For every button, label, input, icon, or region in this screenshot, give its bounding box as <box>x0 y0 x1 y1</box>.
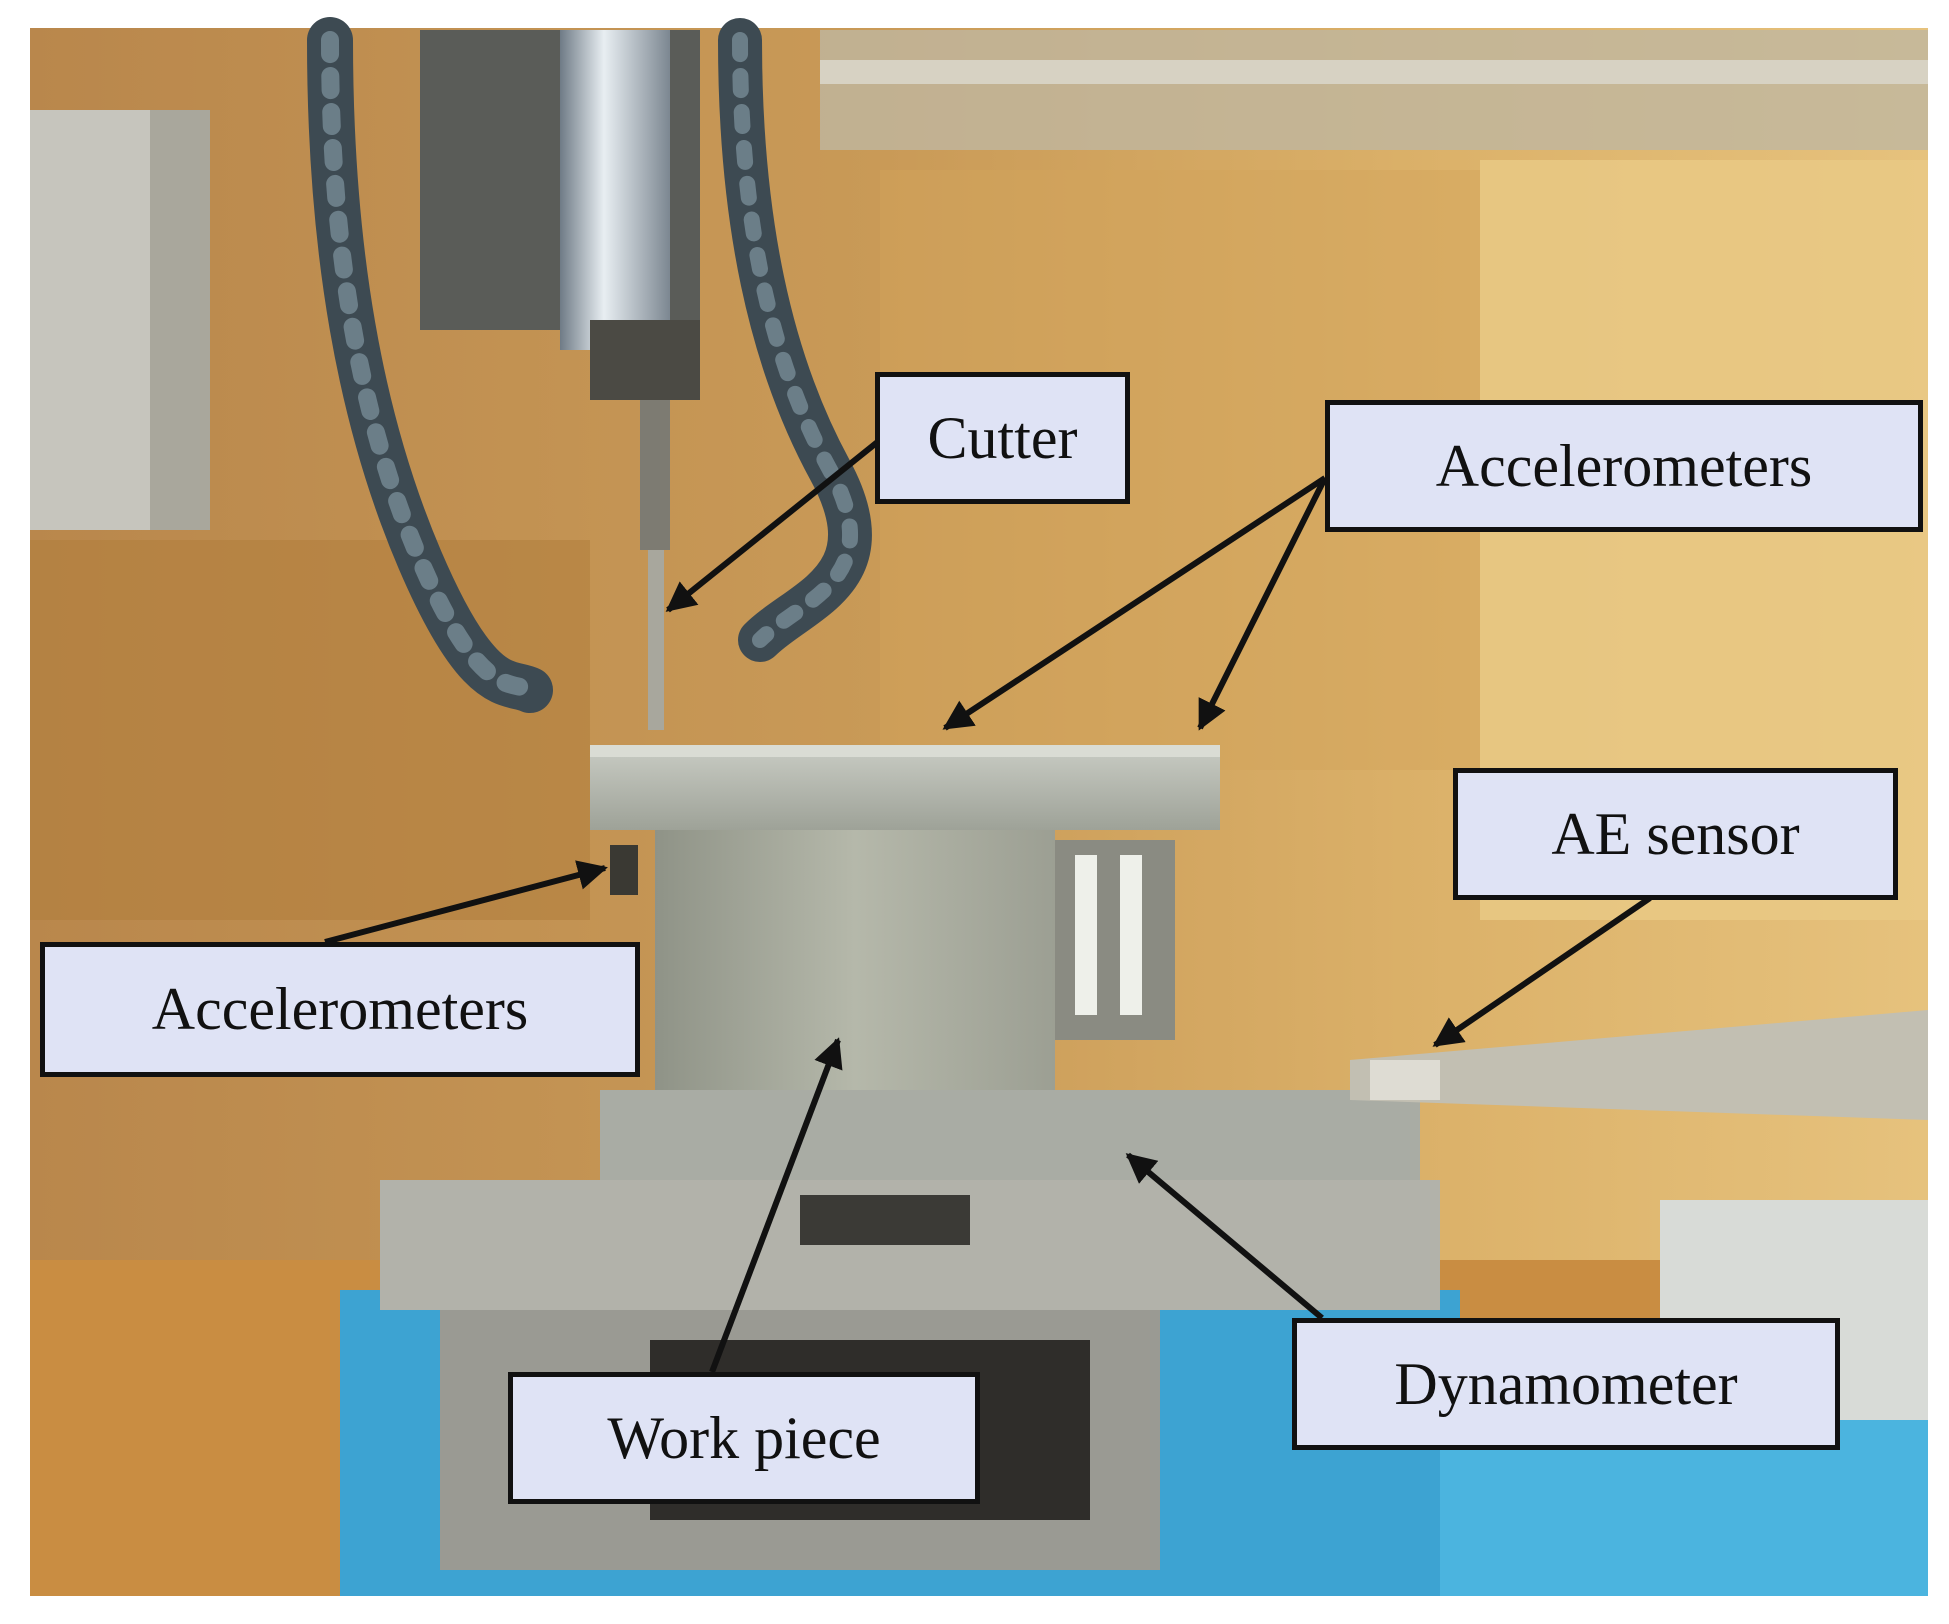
label-accelerometers-top: Accelerometers <box>1325 400 1923 532</box>
label-ae-sensor: AE sensor <box>1453 768 1898 900</box>
label-ae-sensor-text: AE sensor <box>1551 800 1800 867</box>
ae-sensor-rod <box>1350 1010 1928 1120</box>
arrow-work-piece <box>709 1037 843 1374</box>
label-dynamometer: Dynamometer <box>1292 1318 1840 1450</box>
arrow-accelerometers-top-b <box>1197 476 1328 731</box>
arrow-ae-sensor <box>1432 895 1652 1048</box>
workpiece-assembly <box>590 745 1420 1180</box>
arrow-cutter <box>665 437 882 613</box>
coolant-hoses <box>307 17 872 713</box>
label-cutter-text: Cutter <box>927 404 1078 471</box>
arrow-dynamometer <box>1125 1152 1324 1321</box>
label-work-piece-text: Work piece <box>607 1404 881 1471</box>
label-accelerometers-top-text: Accelerometers <box>1435 432 1813 499</box>
label-cutter: Cutter <box>875 372 1130 504</box>
arrow-accelerometers-top-a <box>942 475 1327 731</box>
arrow-accelerometers-left <box>324 860 608 945</box>
label-accelerometers-left: Accelerometers <box>40 942 640 1077</box>
label-dynamometer-text: Dynamometer <box>1394 1350 1738 1417</box>
spindle <box>420 30 700 730</box>
annotation-arrows <box>324 437 1652 1374</box>
label-accelerometers-left-text: Accelerometers <box>151 976 529 1042</box>
label-work-piece: Work piece <box>508 1372 980 1504</box>
